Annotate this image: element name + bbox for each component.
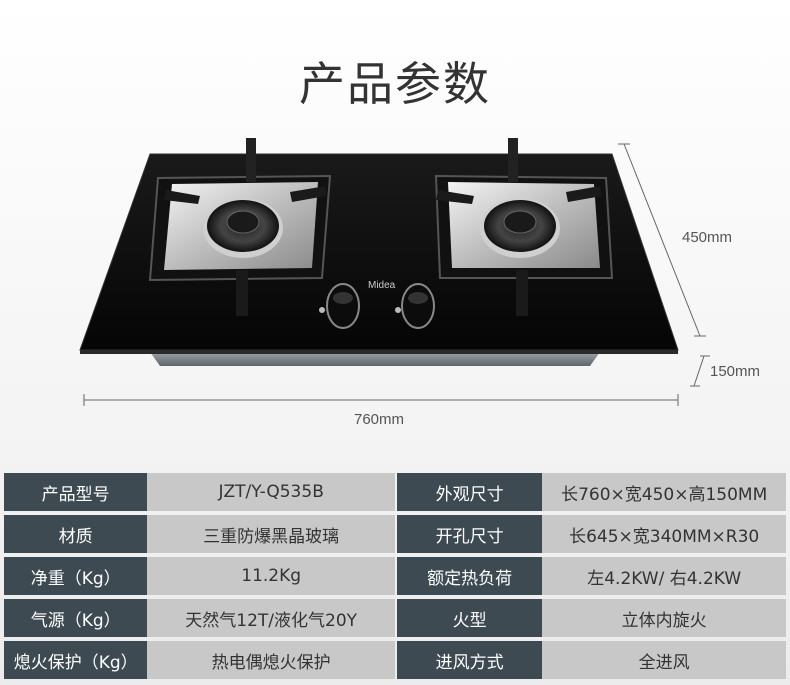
product-image-area: Midea 450mm 150mm 760mm [0,130,790,440]
spec-label-right: 额定热负荷 [396,557,543,595]
brand-logo: Midea [368,280,396,291]
spec-value-left: 11.2Kg [147,557,395,595]
spec-value-left: 三重防爆黑晶玻璃 [147,515,395,553]
spec-value-right: 全进风 [542,641,786,679]
spec-value-right: 立体内旋火 [542,599,786,637]
spec-label-left: 熄火保护（Kg） [4,641,148,679]
depth-dimension-label: 450mm [682,229,733,246]
spec-value-left: JZT/Y-Q535B [147,473,395,511]
left-knob[interactable] [319,283,360,329]
spec-value-right: 长645×宽340MM×R30 [542,515,786,553]
spec-label-right: 进风方式 [396,641,543,679]
right-burner [434,138,614,316]
spec-label-left: 材质 [4,515,148,553]
stove-base [150,352,600,366]
gas-stove-illustration: Midea [79,138,710,406]
spec-label-left: 气源（Kg） [4,599,148,637]
spec-value-left: 天然气12T/液化气20Y [147,599,395,637]
spec-row: 熄火保护（Kg）热电偶熄火保护进风方式全进风 [4,641,786,679]
right-knob[interactable] [395,283,435,329]
left-burner [148,138,332,316]
spec-label-left: 净重（Kg） [4,557,148,595]
spec-value-right: 左4.2KW/ 右4.2KW [542,557,786,595]
spec-label-right: 开孔尺寸 [396,515,543,553]
page-title: 产品参数 [299,57,491,111]
spec-label-right: 火型 [396,599,543,637]
dimension-lines [83,143,710,406]
spec-value-left: 热电偶熄火保护 [147,641,395,679]
spec-value-right: 长760×宽450×高150MM [542,473,786,511]
width-dimension-label: 760mm [354,411,405,428]
spec-label-left: 产品型号 [4,473,148,511]
spec-row: 材质三重防爆黑晶玻璃开孔尺寸长645×宽340MM×R30 [4,515,786,553]
height-dimension-label: 150mm [710,363,761,380]
spec-label-right: 外观尺寸 [396,473,543,511]
